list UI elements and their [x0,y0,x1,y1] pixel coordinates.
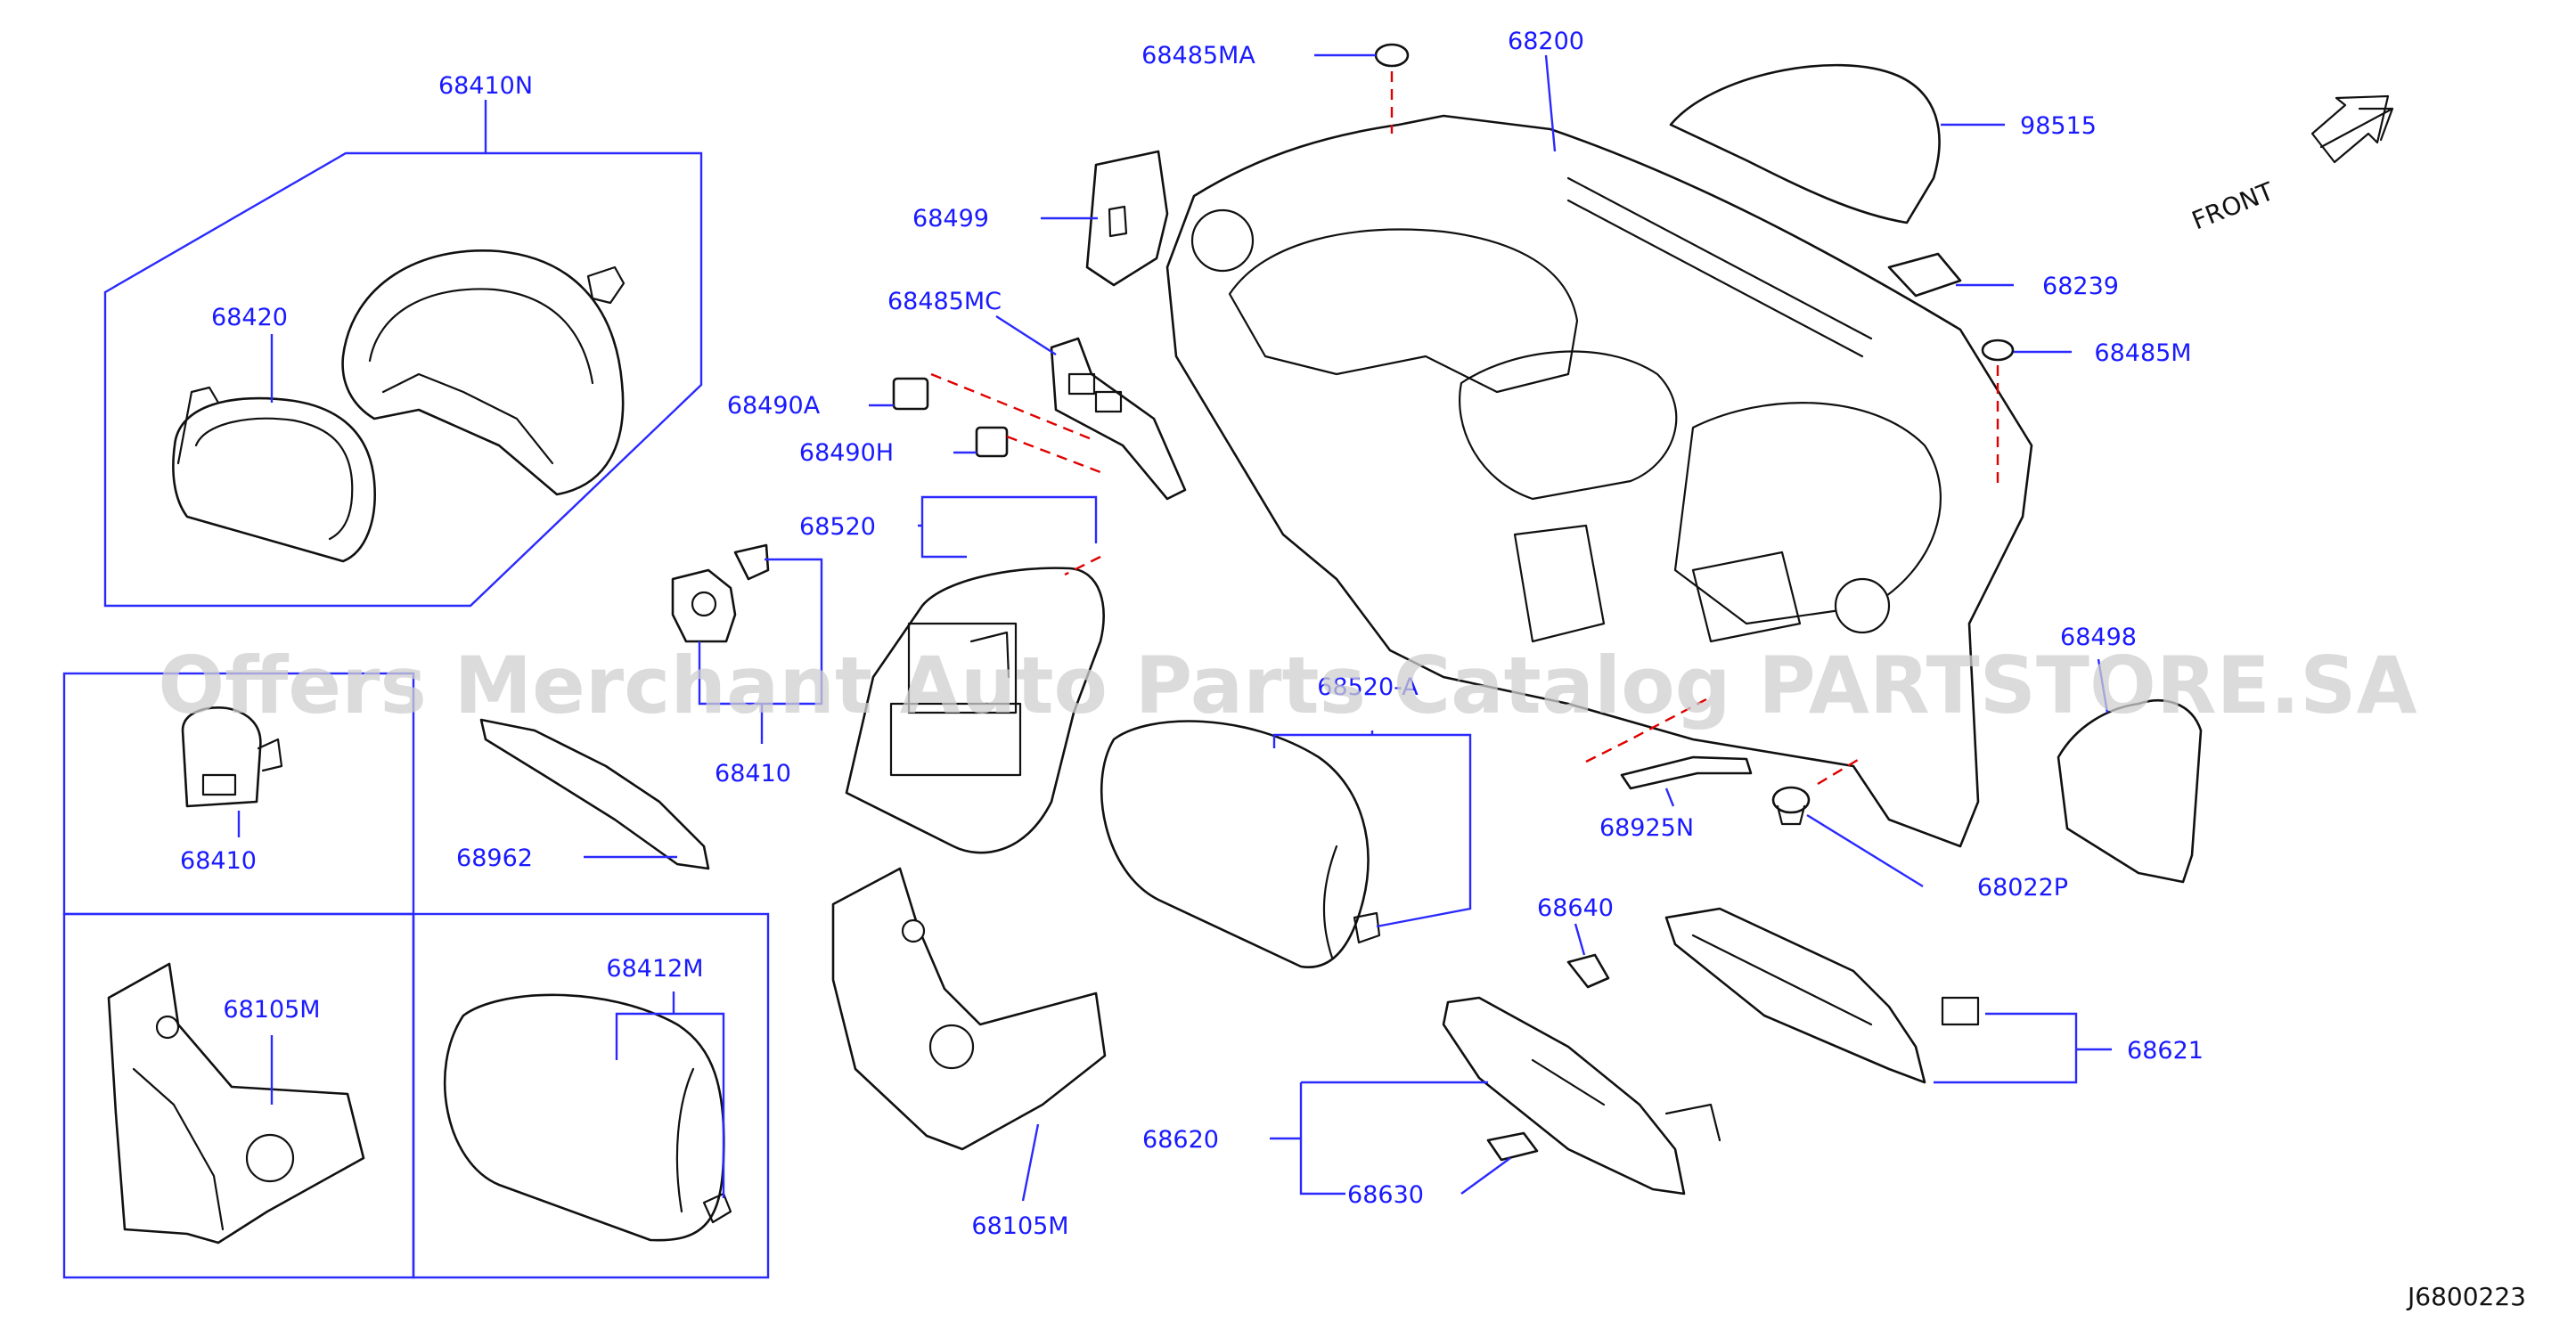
leader-68412m [615,992,725,1198]
group-box-68410n [103,151,703,608]
leader-68620 [1270,1081,1488,1196]
side-cover-68498-part [2057,699,2203,884]
glovebox-upper-68621-part [1664,907,1980,1084]
label-68498[interactable]: 68498 [2060,624,2137,651]
front-label: FRONT [2188,176,2278,236]
leader-68630 [1460,1157,1511,1195]
latch-68630-part [1486,1131,1539,1162]
watermark: Offers Merchant Auto Parts Catalog PARTS… [158,640,2417,731]
leader-68520a [1272,730,1472,928]
leader-68200 [1544,54,1557,152]
label-68412m[interactable]: 68412M [606,955,703,983]
label-68490a[interactable]: 68490A [727,392,821,420]
label-68499[interactable]: 68499 [912,205,989,233]
label-68485ma[interactable]: 68485MA [1141,42,1255,69]
leader-68485mc [995,314,1057,356]
label-68200[interactable]: 68200 [1508,28,1584,55]
label-98515[interactable]: 98515 [2020,112,2097,140]
front-arrow-icon [2310,94,2394,164]
diagram-code: J6800223 [2406,1282,2526,1311]
leader-68022p [1806,813,1924,888]
clip-68490h-part [975,426,1009,458]
side-panel-68499-part [1085,150,1169,287]
label-68410n[interactable]: 68410N [438,72,533,100]
label-68630[interactable]: 68630 [1347,1181,1424,1209]
pad-68239-part [1887,252,1962,298]
label-68520a[interactable]: 68520-A [1317,673,1419,701]
knee-panel-small-part [181,706,283,808]
label-68520[interactable]: 68520 [799,513,876,541]
leader-68640 [1574,923,1586,956]
leader-68925n [1664,787,1675,807]
glovebox-lid-68620-part [1442,996,1721,1196]
label-68925n[interactable]: 68925N [1599,814,1694,842]
label-68485m[interactable]: 68485M [2094,339,2191,367]
label-68239[interactable]: 68239 [2042,273,2119,300]
group-box-68412m [412,912,770,1279]
label-68420[interactable]: 68420 [211,304,288,331]
panel-68520a-part [1100,720,1381,969]
label-68621[interactable]: 68621 [2127,1037,2204,1065]
label-68620[interactable]: 68620 [1142,1126,1219,1154]
leader-68410-top [698,558,823,744]
leader-68621 [1934,1012,2112,1084]
dash-68520 [1064,555,1101,576]
strip-68962-part [479,718,710,870]
label-68410-left[interactable]: 68410 [180,847,257,875]
label-68490h[interactable]: 68490H [799,439,894,467]
grommet-68485m-part [1981,339,2015,362]
center-cluster-part [845,567,1105,854]
label-68485mc[interactable]: 68485MC [887,288,1002,315]
instrument-panel-68200-part [1165,114,2033,848]
meter-bezel-part [172,386,376,563]
lower-cover-bottom-part [831,867,1107,1151]
leader-68105m-bottom [1021,1123,1040,1202]
bracket-68410-top-part [671,543,770,643]
label-68022p[interactable]: 68022P [1977,874,2068,902]
dash-68490h [1006,435,1101,474]
cover-98515-part [1669,63,1941,224]
clip-68022p-part [1771,786,1811,826]
label-68962[interactable]: 68962 [456,845,533,872]
lid-68412m-part [443,993,732,1242]
label-68410-top[interactable]: 68410 [715,760,791,787]
bracket-68925n-part [1620,755,1753,790]
label-68105m-left[interactable]: 68105M [223,996,320,1024]
leader-68520 [918,495,1098,559]
dash-68022p [1817,755,1863,786]
lower-cover-left-part [107,962,365,1244]
clip-68640-part [1566,953,1610,989]
cluster-lid-part [341,249,626,496]
clip-68490a-part [892,377,929,411]
bracket-68485mc-part [1050,337,1187,501]
leader-68498 [2097,658,2109,714]
grommet-68485ma-part [1374,43,1410,68]
dash-68490a [930,372,1097,443]
label-68640[interactable]: 68640 [1537,894,1614,922]
dash-68925n [1585,698,1707,763]
label-68105m-bottom[interactable]: 68105M [971,1212,1068,1240]
